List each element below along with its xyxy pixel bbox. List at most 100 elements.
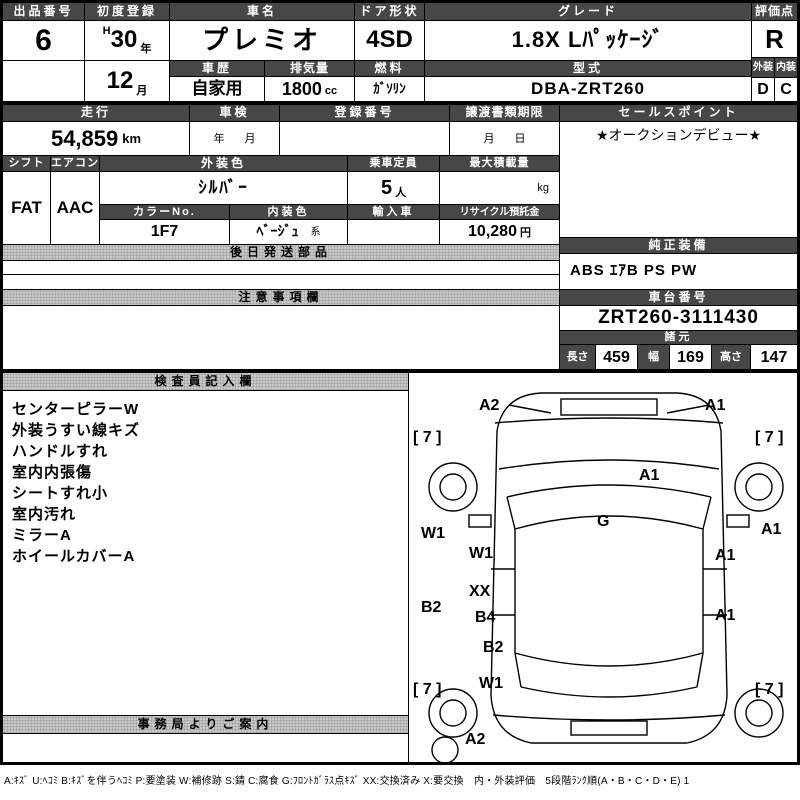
section-divider — [0, 762, 800, 765]
notes-area — [2, 305, 560, 371]
max-load-value: kg — [439, 171, 560, 205]
mileage-header: 走行 — [2, 104, 190, 122]
interior-color-suffix: 系 — [310, 226, 321, 238]
damage-mark: A1 — [761, 521, 782, 538]
section-divider — [0, 101, 800, 104]
auction-no-empty-cell — [2, 60, 85, 103]
displacement-value: 1800 cc — [264, 76, 355, 103]
inspector-note: センターピラーW — [12, 401, 140, 418]
recycle-deposit-value: 10,280 円 — [439, 219, 560, 245]
inspector-header: 検査員記入欄 — [2, 372, 409, 391]
sales-point-header: セールスポイント — [559, 104, 798, 122]
interior-color-header: 内装色 — [229, 204, 348, 220]
inspector-note: ミラーA — [12, 527, 72, 544]
max-load-header: 最大積載量 — [439, 155, 560, 172]
damage-mark: A1 — [639, 467, 660, 484]
transfer-month-placeholder: 月 — [483, 132, 495, 145]
registration-no-value — [279, 121, 450, 157]
import-header: 輸入車 — [347, 204, 440, 220]
auction-no-value: 6 — [2, 20, 85, 61]
transfer-deadline-header: 譲渡書類期限 — [449, 104, 560, 122]
shift-header: シフト — [2, 155, 51, 172]
model-code-value: DBA-ZRT260 — [424, 76, 752, 103]
height-value: 147 — [750, 344, 798, 371]
month-suffix: 月 — [136, 84, 148, 97]
damage-mark: B2 — [421, 599, 442, 616]
inspection-value: 年 月 — [189, 121, 280, 157]
damage-mark: B2 — [483, 639, 504, 656]
inspector-note: ハンドルすれ — [12, 443, 109, 460]
sales-point-value: ★オークションデビュー★ — [559, 121, 798, 238]
tread-depth-mark: [ 7 ] — [755, 681, 784, 698]
score-value: R — [751, 20, 798, 58]
damage-diagram-box: A2 A1 [ 7 ] [ 7 ] A1 W1 G A1 W1 A1 XX B2… — [408, 372, 798, 763]
damage-mark: W1 — [469, 545, 493, 562]
inspector-note: 室内内張傷 — [12, 464, 93, 481]
capacity-unit: 人 — [395, 186, 407, 199]
inspector-note: ホイールカバーA — [12, 548, 136, 565]
outer-border-top — [0, 0, 800, 2]
later-parts-row-2 — [2, 274, 560, 290]
mileage-value: 54,859 km — [2, 121, 190, 157]
displacement-number: 1800 — [281, 78, 322, 99]
interior-color-name: ﾍﾞｰｼﾞｭ — [256, 223, 299, 240]
car-name-value: プレミオ — [169, 20, 355, 61]
office-info-header: 事務局よりご案内 — [2, 715, 409, 734]
aircon-value: AAC — [50, 171, 100, 245]
color-no-header: カラーNo. — [99, 204, 230, 220]
interior-color-value: ﾍﾞｰｼﾞｭ 系 — [229, 219, 348, 245]
grade-value: 1.8X Lﾊﾟｯｹｰｼﾞ — [424, 20, 752, 61]
chassis-no-header: 車台番号 — [559, 289, 798, 306]
outer-border-left — [0, 0, 2, 765]
inspector-box — [2, 372, 409, 763]
inspector-note: シートすれ小 — [12, 485, 109, 502]
fuel-value: ｶﾞｿﾘﾝ — [354, 76, 425, 103]
damage-mark: B4 — [475, 609, 496, 626]
width-label: 幅 — [637, 344, 670, 371]
mileage-unit: km — [122, 130, 142, 146]
recycle-deposit-header: リサイクル預託金 — [439, 204, 560, 220]
car-top-view-diagram — [428, 392, 784, 762]
displacement-unit: cc — [324, 84, 338, 97]
mileage-number: 54,859 — [50, 125, 119, 151]
interior-score-header: 内装 — [774, 57, 798, 78]
capacity-value: 5 人 — [347, 171, 440, 205]
reg-month: 12 — [106, 67, 134, 95]
history-value: 自家用 — [169, 76, 265, 103]
length-label: 長さ — [559, 344, 596, 371]
damage-mark: A2 — [479, 397, 500, 414]
tread-depth-mark: [ 7 ] — [413, 429, 442, 446]
first-registration-month: 12 月 — [84, 60, 170, 103]
tread-depth-mark: [ 7 ] — [755, 429, 784, 446]
transfer-deadline-value: 月 日 — [449, 121, 560, 157]
damage-mark: G — [597, 513, 610, 530]
tread-depth-mark: [ 7 ] — [413, 681, 442, 698]
damage-mark: W1 — [479, 675, 503, 692]
era-letter: H — [102, 25, 111, 37]
inspection-month-placeholder: 月 — [244, 132, 256, 145]
damage-mark: A1 — [715, 547, 736, 564]
chassis-no-value: ZRT260-3111430 — [559, 305, 798, 331]
grade-header: グレード — [424, 2, 752, 21]
inspection-year-placeholder: 年 — [213, 132, 225, 145]
first-registration-year: H 30 年 — [84, 20, 170, 61]
notes-header: 注意事項欄 — [2, 289, 560, 306]
door-shape-value: 4SD — [354, 20, 425, 61]
recycle-unit: 円 — [519, 226, 531, 239]
length-value: 459 — [595, 344, 638, 371]
aircon-header: エアコン — [50, 155, 100, 172]
capacity-number: 5 — [380, 177, 393, 199]
max-load-unit: kg — [537, 181, 549, 194]
exterior-color-header: 外装色 — [99, 155, 348, 172]
score-header: 評価点 — [751, 2, 798, 21]
width-value: 169 — [669, 344, 712, 371]
first-registration-header: 初度登録 — [84, 2, 170, 21]
factory-equipment-value: ABS ｴｱB PS PW — [559, 253, 798, 290]
damage-mark: XX — [469, 583, 491, 600]
later-parts-row-1 — [2, 260, 560, 275]
year-suffix: 年 — [140, 42, 152, 55]
damage-legend: A:ｷｽﾞ U:ﾍｺﾐ B:ｷｽﾞを伴うﾍｺﾐ P:要塗装 W:補修跡 S:錆 … — [4, 776, 690, 787]
inspector-note: 室内汚れ — [12, 506, 77, 523]
section-divider — [0, 369, 800, 372]
